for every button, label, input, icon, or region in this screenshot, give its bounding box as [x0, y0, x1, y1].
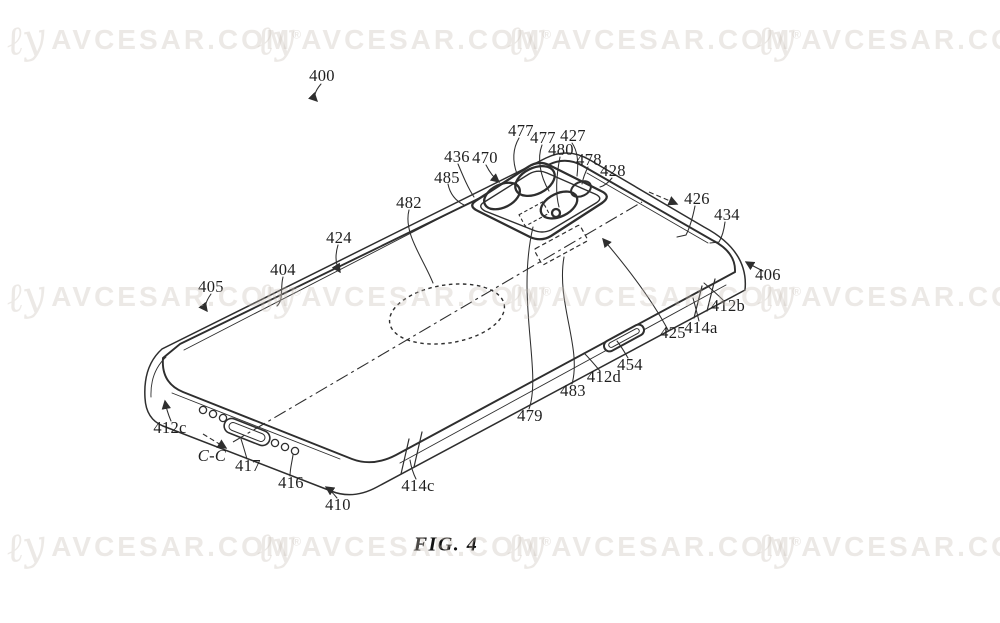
charging-port — [223, 417, 271, 447]
leader-434 — [709, 221, 726, 244]
leader-483 — [561, 256, 575, 385]
wireless-coil-outline — [388, 283, 506, 345]
leader-426 — [676, 205, 696, 238]
microphone-hole — [550, 207, 562, 219]
leader-479 — [526, 226, 534, 410]
leader-404 — [276, 276, 284, 307]
leader-406 — [744, 261, 764, 272]
leader-416 — [289, 454, 294, 477]
power-button-454 — [602, 323, 646, 353]
speaker-hole — [290, 446, 300, 456]
leader-454 — [616, 340, 629, 359]
speaker-hole — [270, 438, 280, 448]
leader-410 — [324, 486, 338, 499]
phone-body — [144, 152, 747, 496]
leader-477b — [539, 144, 550, 192]
leader-412b — [703, 282, 724, 301]
leader-470 — [485, 164, 501, 183]
leader-414a — [692, 297, 700, 322]
leader-482 — [407, 209, 434, 284]
leader-436 — [457, 163, 475, 198]
leader-lines — [161, 83, 764, 499]
speaker-holes-left — [198, 405, 228, 423]
phantom-lines — [202, 191, 679, 449]
speaker-hole — [208, 409, 218, 419]
left-corner-inner-arc — [150, 356, 167, 398]
leader-478 — [581, 166, 589, 185]
leader-428 — [599, 177, 613, 188]
leader-477a — [513, 137, 520, 175]
camera-module — [471, 161, 608, 266]
leader-412d — [583, 352, 601, 372]
leader-400 — [307, 83, 322, 103]
phone-back-face — [161, 159, 736, 464]
section-arrow-bottom-left — [202, 433, 228, 449]
speaker-holes-right — [270, 438, 300, 456]
leader-485 — [447, 183, 465, 206]
sensor-region-large-dashed — [533, 224, 589, 266]
leader-414c — [409, 459, 417, 480]
leader-480 — [556, 156, 561, 208]
camera-lens-left — [483, 181, 521, 211]
leader-425 — [602, 237, 669, 331]
speaker-hole — [198, 405, 208, 415]
speaker-hole — [218, 413, 228, 423]
leader-412c — [161, 399, 172, 422]
section-line-cc — [232, 201, 643, 443]
section-arrow-top-right — [648, 191, 679, 206]
right-band-chamfer-line — [399, 284, 727, 464]
speaker-hole — [280, 442, 290, 452]
antenna-split-414c — [400, 431, 423, 475]
flash-window — [570, 180, 592, 198]
bottom-band-chamfer-line — [171, 392, 341, 460]
leader-424 — [331, 244, 341, 274]
leader-405 — [198, 293, 212, 313]
antenna-split-414a — [693, 278, 716, 319]
sensor-region-small-dashed — [518, 201, 550, 227]
leader-417 — [240, 438, 248, 460]
camera-lens-top — [514, 164, 556, 198]
leader-427 — [571, 142, 579, 177]
